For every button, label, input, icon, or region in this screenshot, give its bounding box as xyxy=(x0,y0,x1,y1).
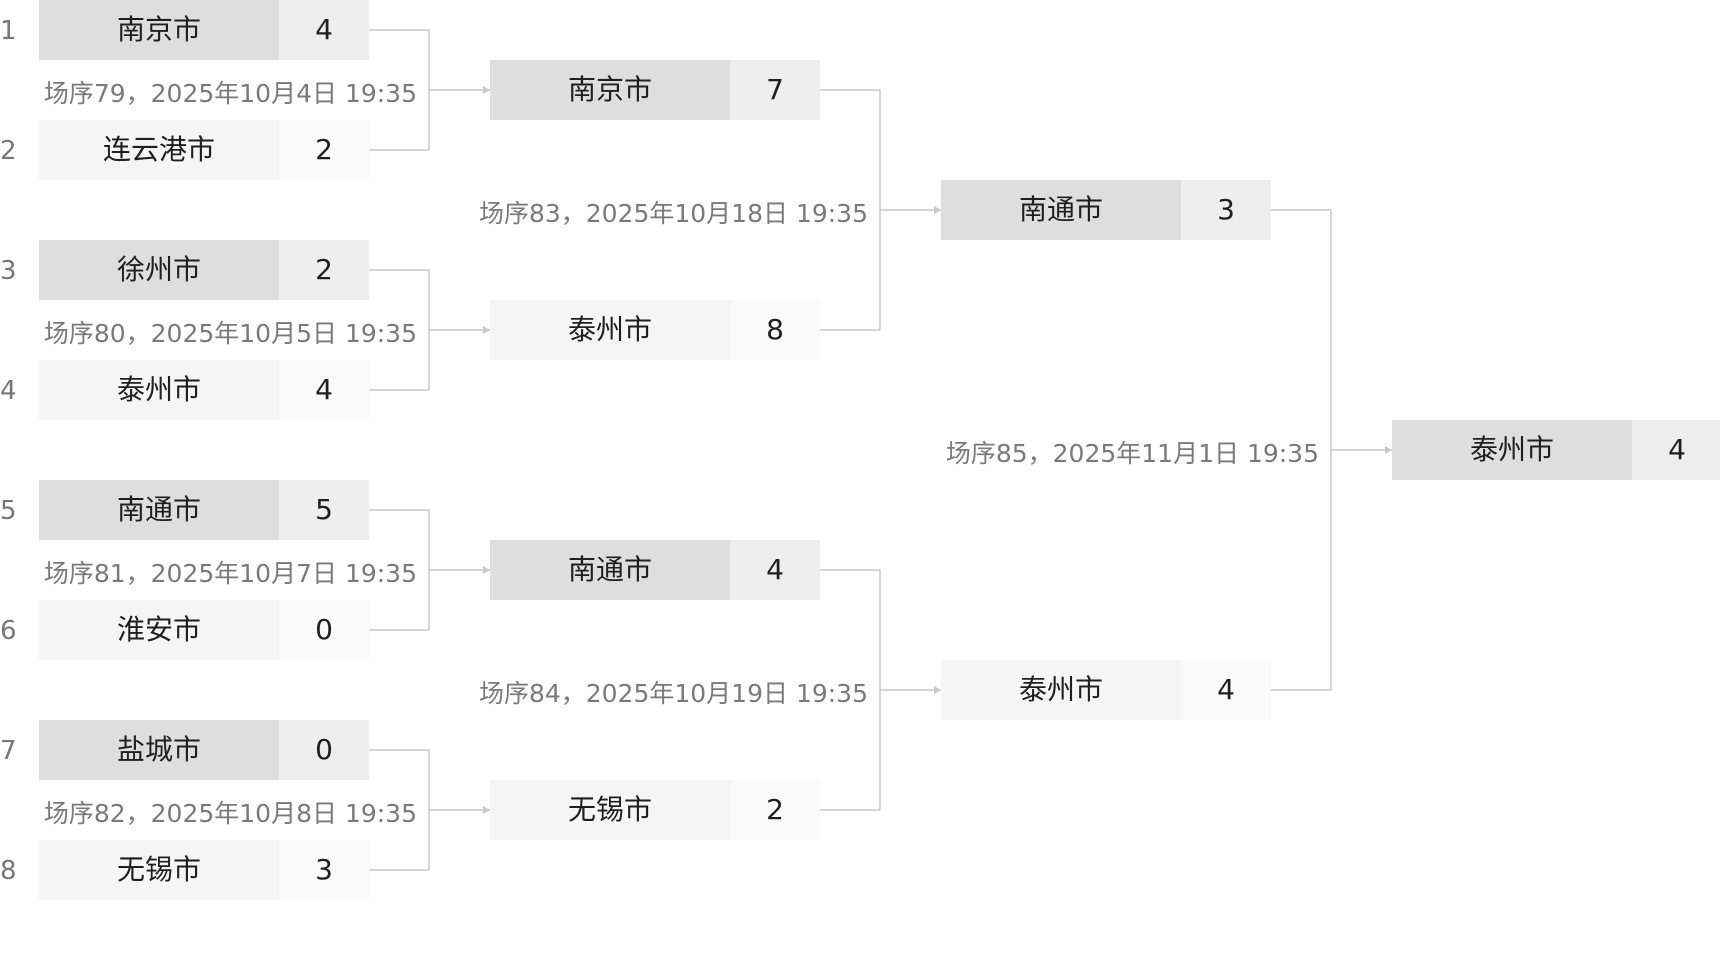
match-label: 场序80，2025年10月5日 19:35 xyxy=(43,319,417,348)
team-score: 4 xyxy=(279,0,369,60)
team-name: 连云港市 xyxy=(39,120,279,180)
team-name: 泰州市 xyxy=(1392,420,1632,480)
team-score: 3 xyxy=(279,840,369,900)
connector-arrow xyxy=(483,326,490,334)
connector-arrow xyxy=(483,86,490,94)
seed-number: 6 xyxy=(0,616,17,646)
seed-number: 4 xyxy=(0,376,17,406)
team-score: 2 xyxy=(730,780,820,840)
team-score: 5 xyxy=(279,480,369,540)
team-score: 3 xyxy=(1181,180,1271,240)
team-score: 0 xyxy=(279,600,369,660)
seed-number: 3 xyxy=(0,256,17,286)
team-name: 无锡市 xyxy=(490,780,730,840)
team-name: 南京市 xyxy=(490,60,730,120)
team-score: 4 xyxy=(279,360,369,420)
team-name: 泰州市 xyxy=(490,300,730,360)
connector-arrow xyxy=(483,806,490,814)
seed-number: 8 xyxy=(0,856,17,886)
match-label: 场序84，2025年10月19日 19:35 xyxy=(478,679,868,708)
seed-number: 1 xyxy=(0,16,17,46)
connector-arrow xyxy=(483,566,490,574)
team-score: 2 xyxy=(279,120,369,180)
team-name: 泰州市 xyxy=(941,660,1181,720)
team-score: 0 xyxy=(279,720,369,780)
team-score: 4 xyxy=(1181,660,1271,720)
team-score: 2 xyxy=(279,240,369,300)
connector-arrow xyxy=(934,686,941,694)
team-name: 盐城市 xyxy=(39,720,279,780)
team-score: 4 xyxy=(1632,420,1720,480)
match-label: 场序85，2025年11月1日 19:35 xyxy=(945,439,1319,468)
team-name: 南通市 xyxy=(490,540,730,600)
seed-number: 2 xyxy=(0,136,17,166)
seed-number: 5 xyxy=(0,496,17,526)
team-score: 7 xyxy=(730,60,820,120)
connector-arrow xyxy=(934,206,941,214)
team-score: 8 xyxy=(730,300,820,360)
team-name: 无锡市 xyxy=(39,840,279,900)
team-score: 4 xyxy=(730,540,820,600)
team-name: 南京市 xyxy=(39,0,279,60)
match-label: 场序82，2025年10月8日 19:35 xyxy=(43,799,417,828)
connector-arrow xyxy=(1385,446,1392,454)
team-name: 南通市 xyxy=(941,180,1181,240)
match-label: 场序83，2025年10月18日 19:35 xyxy=(478,199,868,228)
team-name: 南通市 xyxy=(39,480,279,540)
match-label: 场序81，2025年10月7日 19:35 xyxy=(43,559,417,588)
team-name: 泰州市 xyxy=(39,360,279,420)
seed-number: 7 xyxy=(0,736,17,766)
team-name: 徐州市 xyxy=(39,240,279,300)
match-label: 场序79，2025年10月4日 19:35 xyxy=(43,79,417,108)
team-name: 淮安市 xyxy=(39,600,279,660)
